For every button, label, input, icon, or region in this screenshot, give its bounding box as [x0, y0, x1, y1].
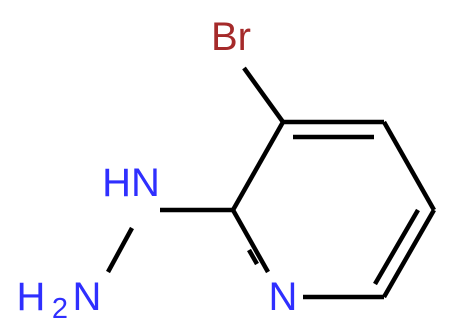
ring-nitrogen-label: N — [269, 275, 298, 319]
bond-c3-br — [242, 66, 285, 124]
bond-n1-c2 — [231, 208, 270, 274]
bond-c2-c3 — [231, 120, 285, 212]
bond-nh-nh2 — [106, 226, 134, 274]
bromine-label: Br — [211, 15, 251, 59]
nh2-n-label: N — [73, 275, 102, 319]
bond-c5-c6 — [382, 208, 436, 299]
nh2-h-label: H — [17, 275, 46, 319]
bond-c5-c6-inner — [373, 208, 420, 286]
atom-labels: Br HN H 2 N N — [17, 15, 298, 325]
bond-c4-c5 — [382, 120, 436, 212]
bond-n1-c2-inner — [247, 248, 259, 266]
bonds — [106, 66, 436, 300]
nh2-subscript-label: 2 — [52, 293, 68, 325]
nh-label: HN — [102, 161, 160, 205]
